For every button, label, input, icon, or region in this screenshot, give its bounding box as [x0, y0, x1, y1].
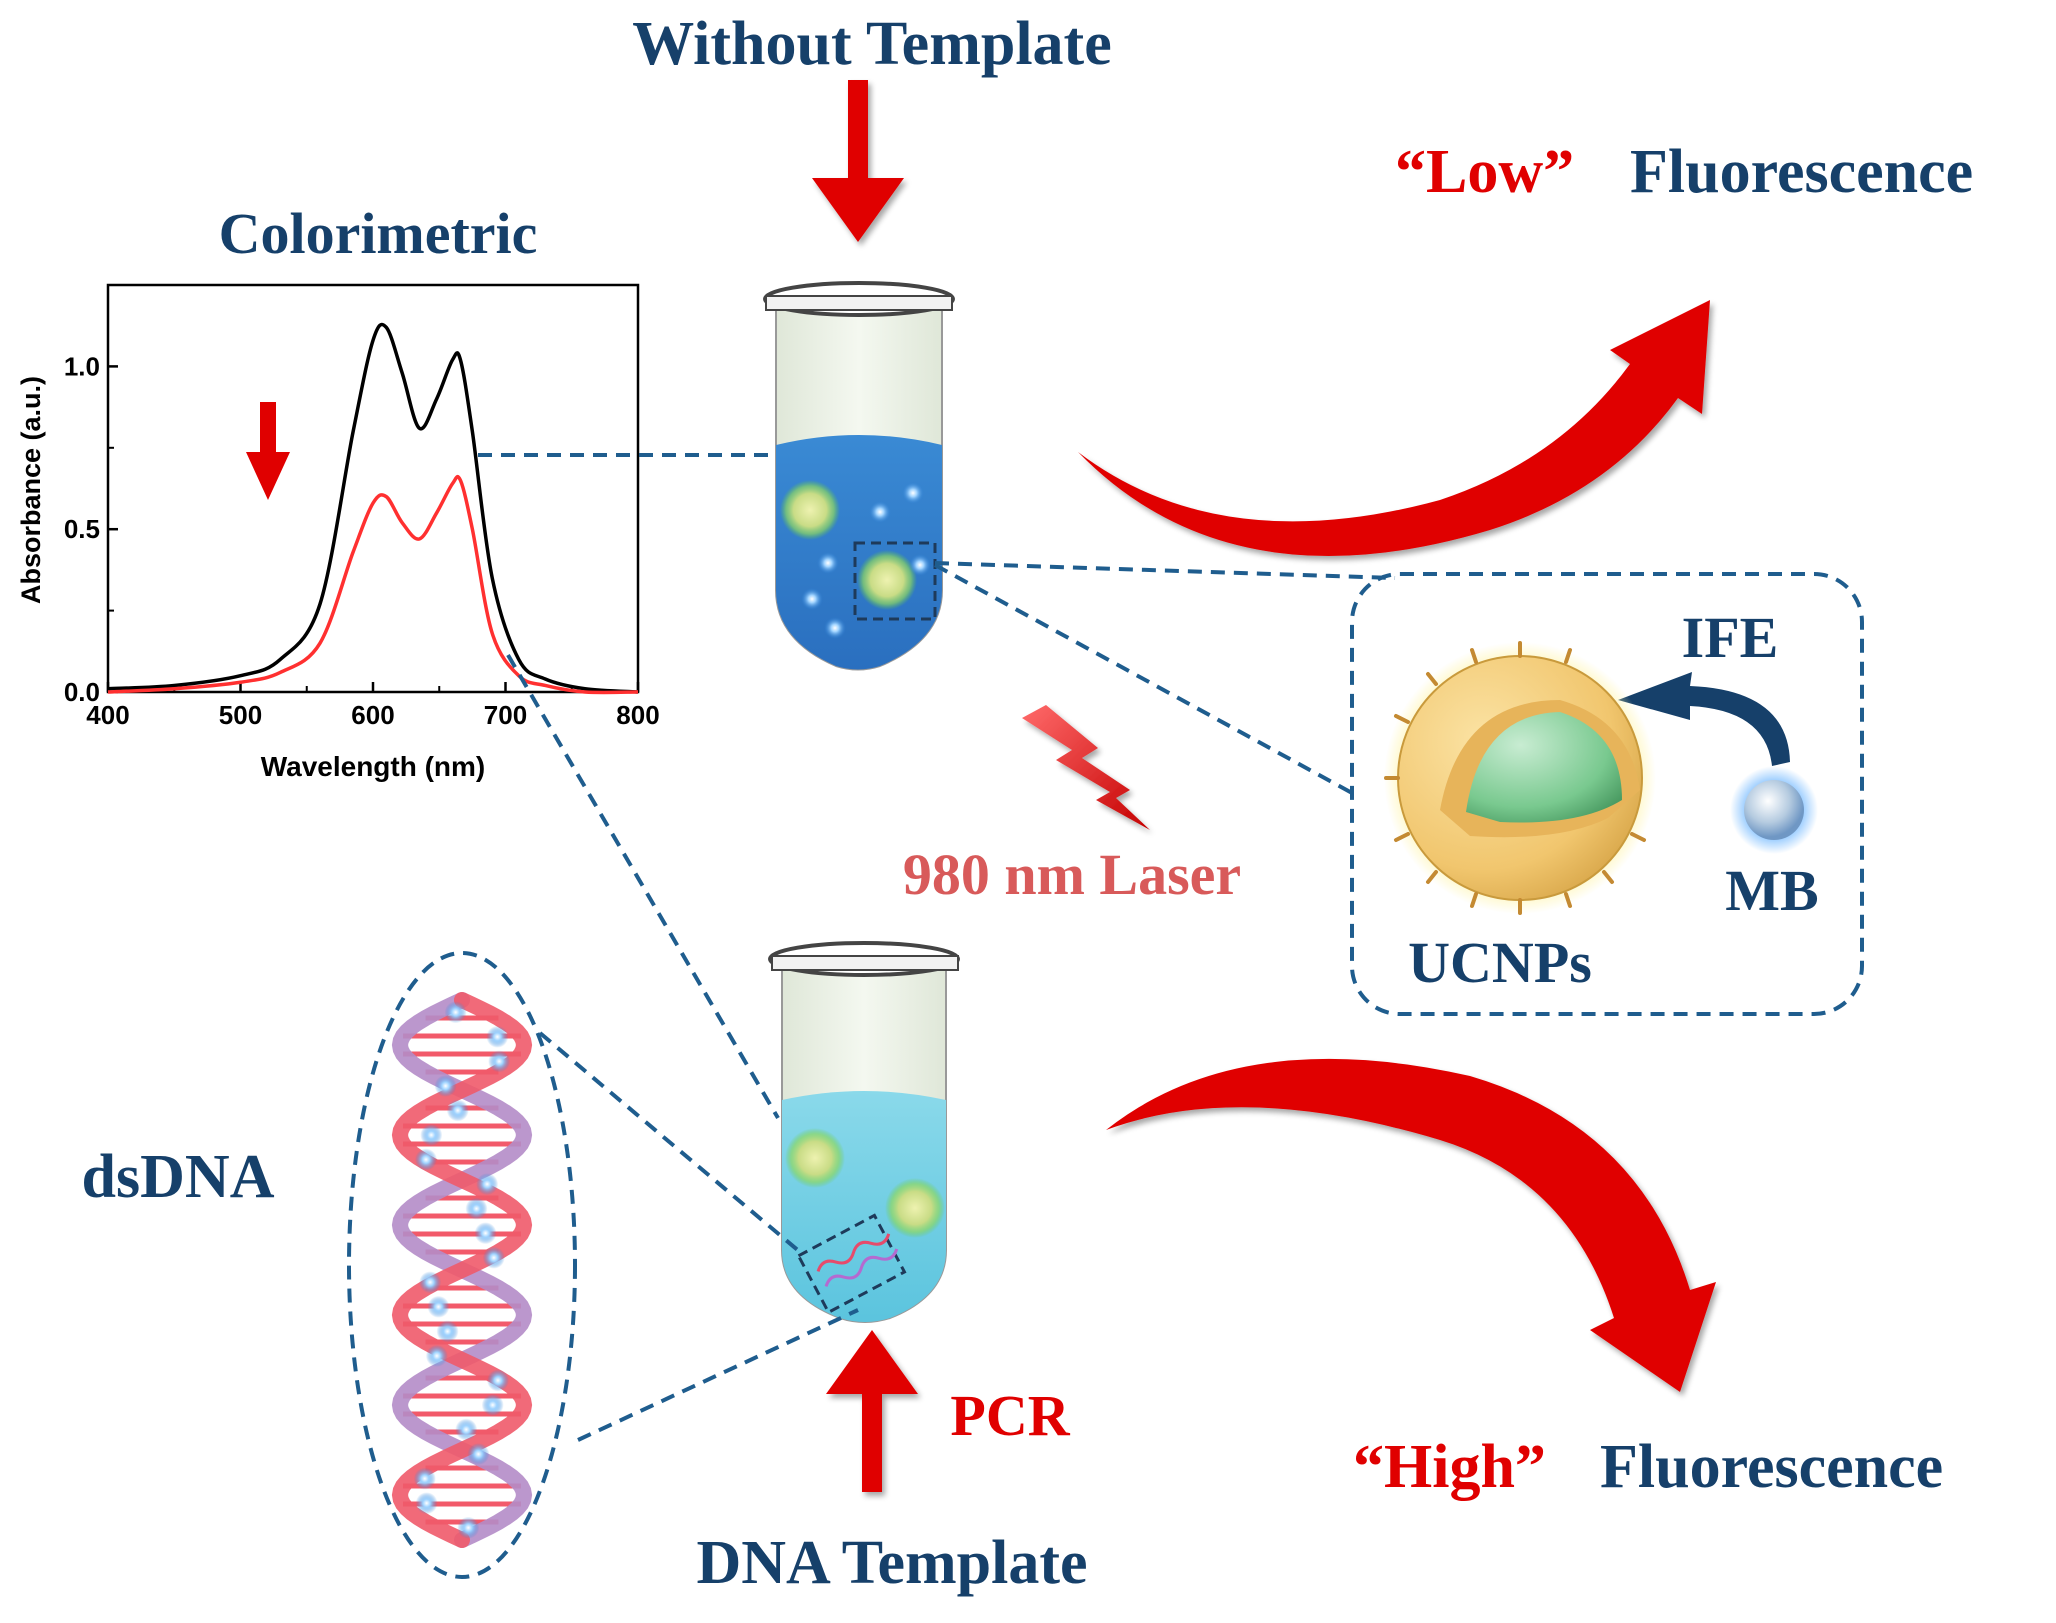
tube-rim	[765, 295, 953, 311]
tube-liquid	[776, 435, 942, 670]
mb-dot	[801, 588, 823, 610]
low-fluorescence-arrow	[1078, 300, 1710, 556]
spectrum-line	[107, 322, 639, 694]
mb-ball-icon	[1744, 780, 1804, 840]
mb-dot	[486, 1025, 509, 1048]
y-tick-label: 0.5	[64, 514, 100, 544]
top-arrow	[812, 80, 904, 242]
laser-label: 980 nm Laser	[903, 842, 1241, 907]
tube-rim	[771, 955, 959, 971]
chart-series	[107, 322, 639, 695]
low-fluorescence-word: Fluorescence	[1630, 138, 1973, 206]
mb-dot	[824, 617, 846, 639]
mb-dot	[446, 1099, 469, 1122]
mb-dot	[415, 1148, 438, 1171]
mb-dot	[415, 1492, 438, 1515]
x-axis-label: Wavelength (nm)	[261, 751, 486, 782]
mb-dot	[444, 1001, 467, 1024]
mb-dot	[455, 1418, 478, 1441]
mb-dot	[465, 1197, 488, 1220]
spectrum-line	[107, 474, 639, 695]
colorimetric-title: Colorimetric	[219, 201, 538, 266]
x-tick-label: 500	[219, 700, 262, 730]
mb-dot	[427, 1295, 450, 1318]
ucnp-particle	[857, 550, 917, 610]
bottom-arrow	[826, 1330, 918, 1492]
y-tick-label: 1.0	[64, 351, 100, 381]
high-fluorescence-label: “High”	[1353, 1433, 1546, 1501]
mb-dot	[909, 554, 931, 576]
tube-dna-template	[768, 941, 960, 1323]
mb-dot	[457, 1516, 480, 1539]
mb-dot	[476, 1173, 499, 1196]
mb-dot	[425, 1344, 448, 1367]
pcr-label: PCR	[950, 1383, 1070, 1448]
mb-dot	[488, 1050, 511, 1073]
mb-dot	[413, 1467, 436, 1490]
mb-dot	[817, 552, 839, 574]
chart-ticks: 400 500 600 700 800 0.0 0.5 1.0	[64, 351, 660, 730]
mb-dot	[869, 501, 891, 523]
laser-bolt-icon	[1022, 705, 1150, 830]
mb-dot	[436, 1320, 459, 1343]
dna-template-title: DNA Template	[697, 1529, 1088, 1597]
x-tick-label: 800	[616, 700, 659, 730]
mb-dot	[902, 482, 924, 504]
y-axis-label: Absorbance (a.u.)	[16, 376, 46, 604]
zoom-box	[853, 541, 937, 621]
low-fluorescence-label: “Low”	[1395, 138, 1574, 206]
ife-label: IFE	[1682, 605, 1779, 670]
mb-dot	[420, 1124, 443, 1146]
ucnp-particle	[780, 480, 840, 540]
y-tick-label: 0.0	[64, 677, 100, 707]
mb-dot	[486, 1369, 509, 1392]
ife-box	[1350, 572, 1864, 1016]
mb-dot	[481, 1394, 504, 1416]
dna-strand	[391, 992, 533, 1548]
mb-dot	[419, 1271, 442, 1294]
ife-inset: IFE MB UCNPs	[1350, 572, 1864, 1016]
dsdna-ellipse	[347, 951, 577, 1579]
mb-dot	[474, 1222, 497, 1245]
dna-zoom-box	[796, 1213, 907, 1315]
mb-label: MB	[1725, 858, 1818, 923]
tube-without-template	[763, 281, 955, 671]
absorbance-chart: 400 500 600 700 800 0.0 0.5 1.0 Wavelength (nm)…	[16, 283, 660, 782]
high-fluorescence-arrow	[1106, 1058, 1716, 1392]
ucnp-core	[1466, 712, 1622, 823]
x-tick-label: 600	[351, 700, 394, 730]
ucnp-ligands	[1384, 641, 1646, 915]
dna-helix-icon	[391, 992, 533, 1548]
ucnp-particle	[785, 1128, 845, 1188]
connector-lines	[478, 453, 1396, 1442]
ucnps-label: UCNPs	[1408, 930, 1592, 995]
mb-dot	[482, 1246, 505, 1269]
without-template-title: Without Template	[632, 10, 1111, 78]
decrease-arrow	[246, 402, 290, 500]
x-tick-label: 700	[484, 700, 527, 730]
mb-dot	[434, 1074, 457, 1097]
ucnp-particle	[885, 1178, 945, 1238]
dsdna-label: dsDNA	[82, 1143, 275, 1211]
high-fluorescence-word: Fluorescence	[1600, 1433, 1943, 1501]
mb-dot	[467, 1443, 490, 1466]
x-tick-label: 400	[86, 700, 129, 730]
ife-arrow	[1618, 672, 1790, 766]
